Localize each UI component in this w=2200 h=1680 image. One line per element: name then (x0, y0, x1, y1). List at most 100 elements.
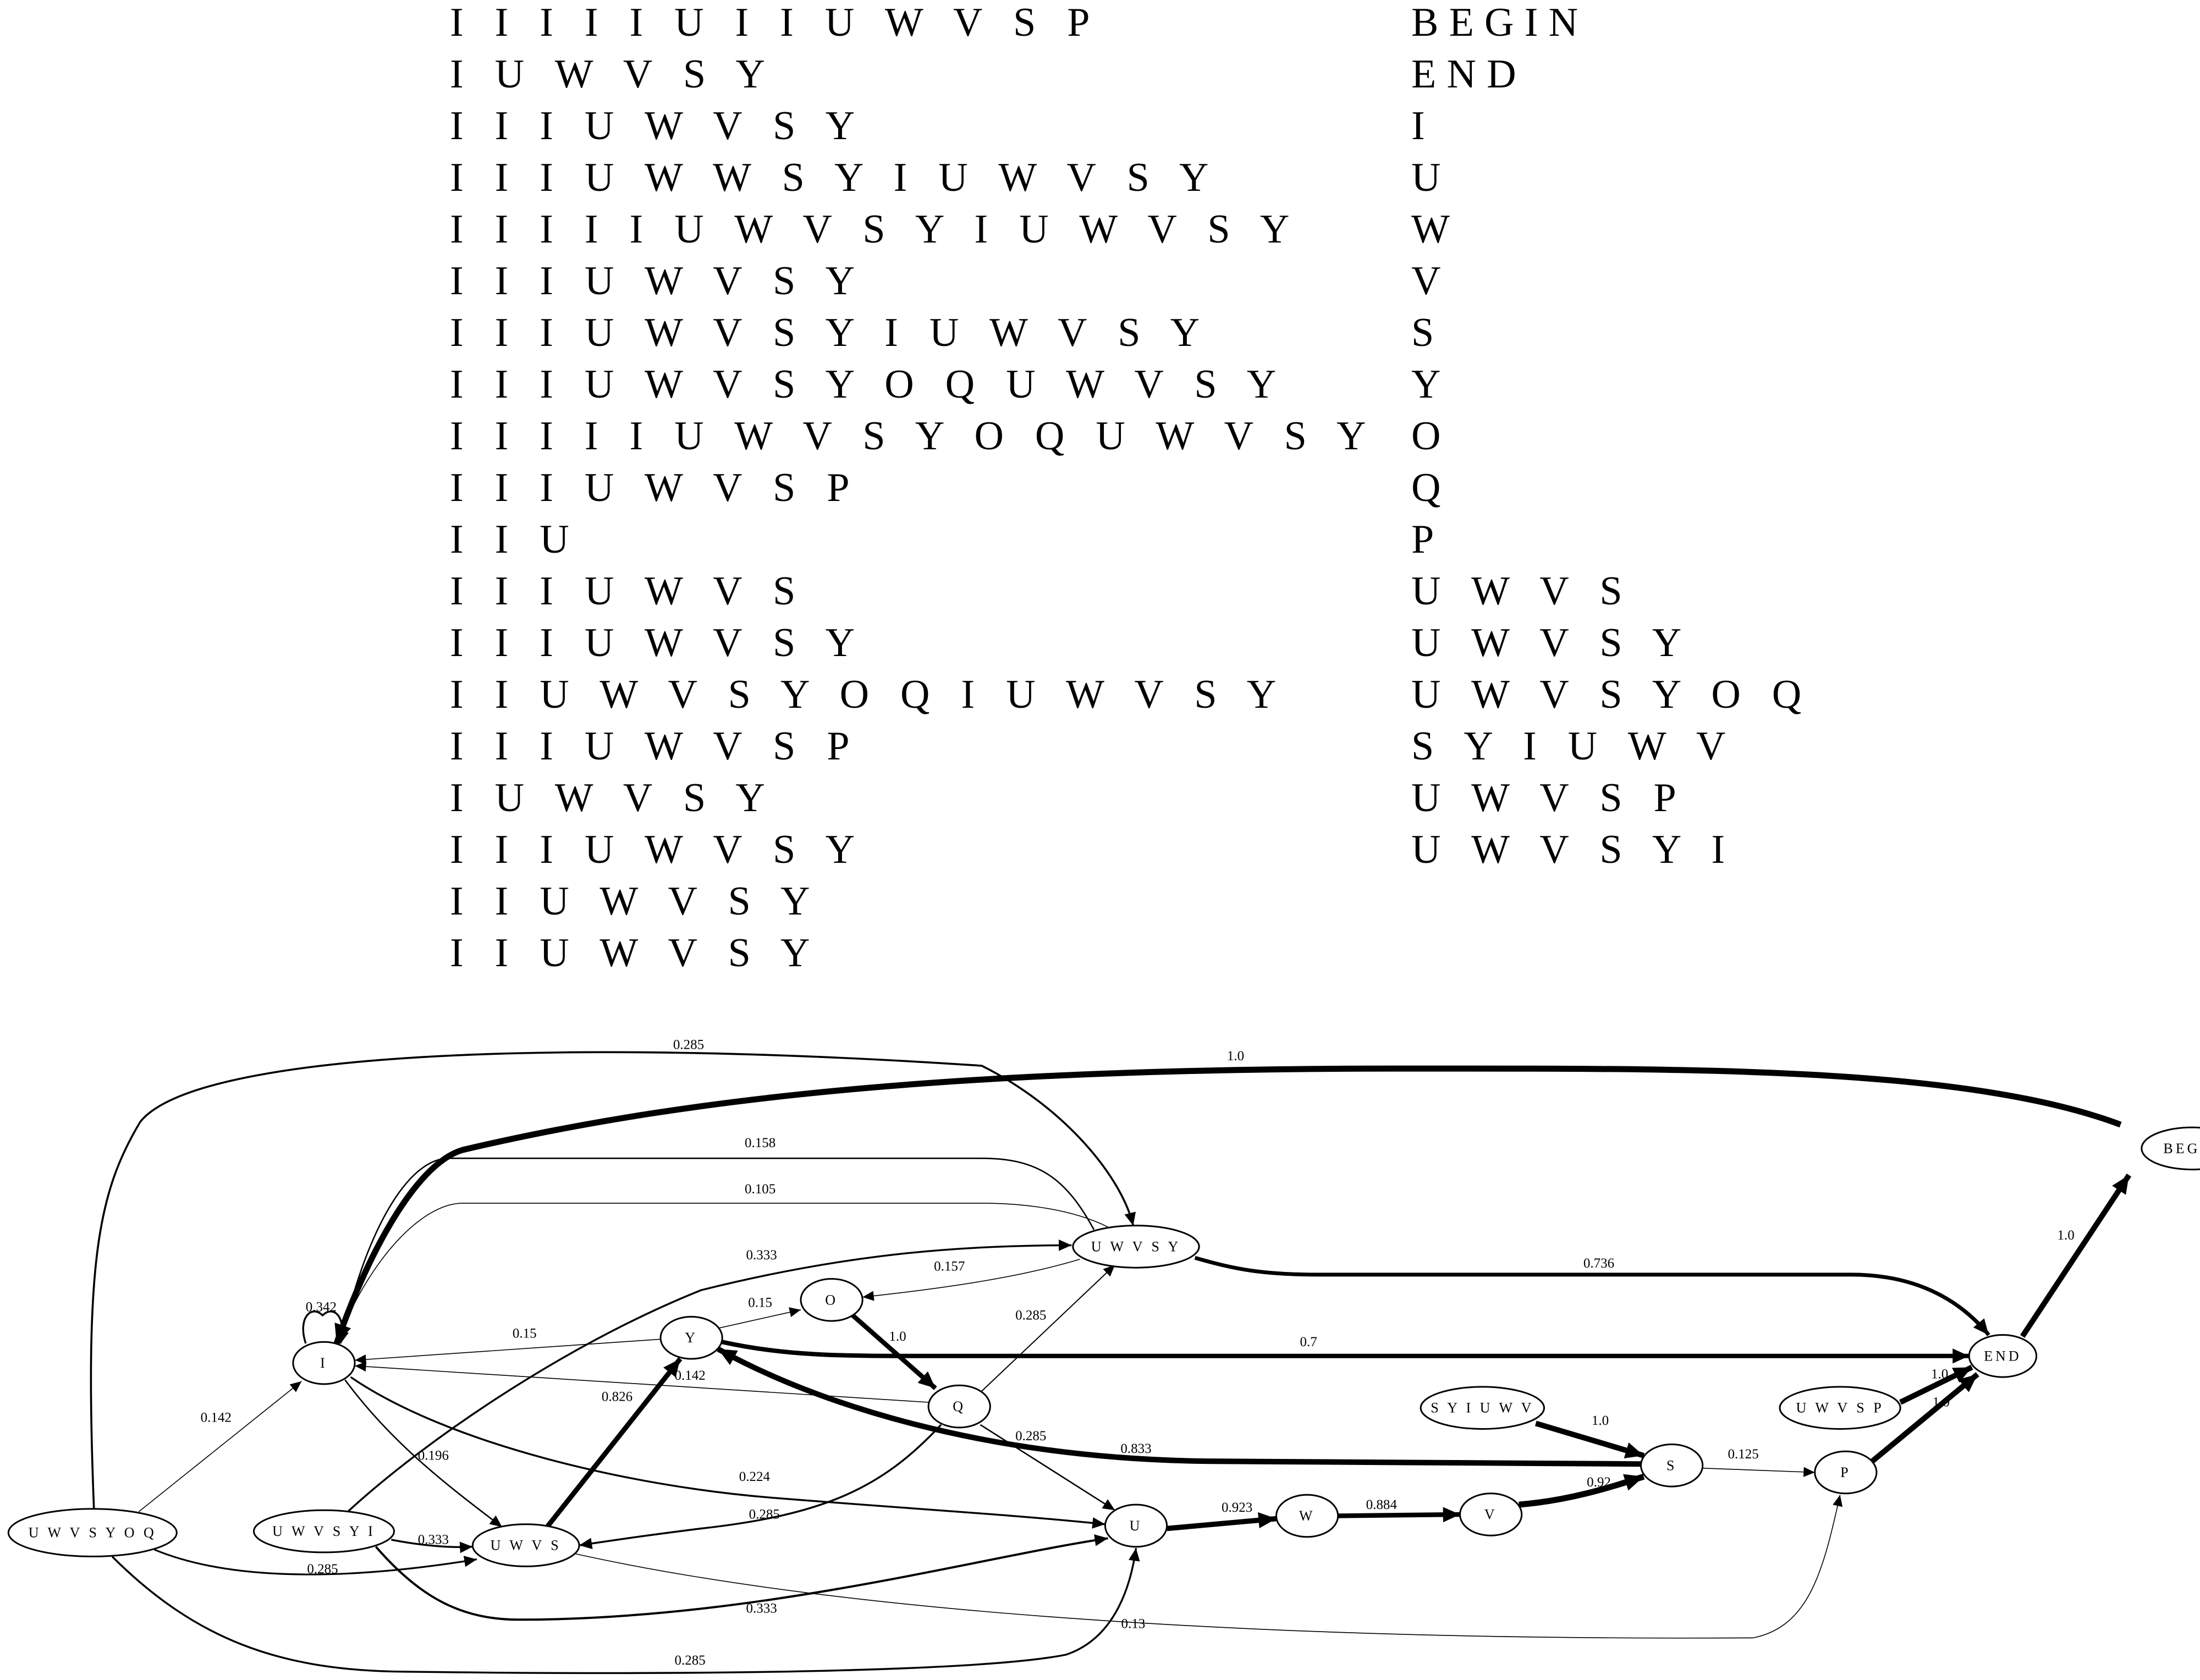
state-item: Q (1411, 465, 1451, 510)
node-uwvsy: U W V S Y (1072, 1225, 1200, 1269)
node-ellipse (1275, 1494, 1339, 1538)
node-label: V (1484, 1507, 1498, 1523)
edge-s-to-y (717, 1346, 1641, 1467)
edge-label: 0.826 (602, 1389, 632, 1404)
state-item: I (1411, 103, 1436, 148)
edge-label: 0.923 (1222, 1500, 1252, 1515)
transition-graph: BEGIN END I Y O Q U W V S Y U W V S Y O Q U W V … (7, 1037, 2200, 1675)
sequence-item: I I I U W V S Y I U W V S Y (450, 310, 1211, 355)
node-u: U (1104, 1503, 1168, 1548)
state-item: V (1411, 258, 1451, 304)
edge-y-to-i (355, 1339, 661, 1361)
node-label: U W V S Y O Q (29, 1525, 157, 1541)
arrowhead (355, 1354, 367, 1365)
edge-label: 0.105 (745, 1182, 776, 1197)
edge-i-to-uwvs (344, 1379, 503, 1528)
sequence-item: I I U W V S Y O Q I U W V S Y (450, 672, 1287, 717)
edge-uwvsyoq-to-u (111, 1547, 1137, 1675)
node-ellipse (253, 1509, 395, 1554)
edge-label: 0.285 (1015, 1429, 1046, 1444)
edge-label: 0.285 (307, 1562, 338, 1577)
edge-p-to-end (1871, 1372, 1979, 1463)
edge-q-to-uwvsy (981, 1264, 1115, 1392)
sequence-item: I I U W V S Y (450, 879, 821, 924)
arrowhead (1092, 1517, 1106, 1529)
sequence-item: I I I U W V S Y (450, 258, 866, 304)
node-uwvsyoq: U W V S Y O Q (7, 1508, 178, 1557)
node-uwvsyi: U W V S Y I (253, 1509, 395, 1554)
node-label: I (320, 1355, 328, 1371)
edge-y-to-o (719, 1309, 801, 1329)
node-ellipse (927, 1384, 991, 1429)
edge-uwvsy-to-i (336, 1203, 1108, 1344)
state-item: U W V S P (1411, 775, 1687, 820)
edge-o-to-q (851, 1313, 937, 1390)
sequence-item: I I U (450, 517, 580, 562)
node-end: END (1968, 1334, 2038, 1378)
edge-label: 1.0 (889, 1329, 906, 1344)
edge-uwvsyoq-to-uwvs (153, 1549, 477, 1576)
edge-y-to-end (722, 1340, 1970, 1358)
node-o: O (800, 1278, 864, 1322)
node-label: Q (953, 1398, 966, 1414)
node-ellipse (1640, 1444, 1704, 1488)
node-label: S (1667, 1457, 1677, 1473)
sequence-item: I I I U W V S P (450, 724, 860, 769)
edge-label: 0.158 (745, 1136, 776, 1150)
arrowhead (663, 1358, 680, 1378)
edge-label: 0.736 (1583, 1256, 1614, 1271)
edge-label: 0.15 (513, 1326, 537, 1341)
state-item: O (1411, 414, 1451, 459)
node-y: Y (659, 1315, 723, 1360)
state-list: BEGIN END I U W V S Y O Q P U W V S U W … (1411, 0, 1812, 875)
sequence-item: I I I I I U W V S Y I U W V S Y (450, 207, 1300, 252)
edge-i-to-u (350, 1376, 1106, 1525)
arrowhead (489, 1515, 502, 1527)
edge-s-to-p (1702, 1468, 1815, 1473)
node-p: P (1814, 1450, 1878, 1495)
state-item: S Y I U W V (1411, 724, 1736, 769)
edge-uwvsyoq-to-uwvsy (90, 1051, 1135, 1509)
arrowhead (1103, 1265, 1115, 1277)
node-v: V (1459, 1492, 1523, 1536)
node-label: BEGIN (2163, 1141, 2200, 1156)
state-item: U (1411, 155, 1451, 200)
arrowhead (579, 1538, 593, 1549)
node-uwvsp: U W V S P (1779, 1386, 1901, 1430)
arrowhead (1952, 1367, 1972, 1383)
edge-label: 0.224 (739, 1469, 771, 1484)
edge-label: 1.0 (1227, 1049, 1244, 1064)
edge-label: 0.13 (1121, 1617, 1146, 1632)
edge-label: 0.285 (674, 1653, 705, 1668)
arrowhead (1803, 1467, 1815, 1477)
edge-q-to-i (355, 1365, 929, 1403)
arrowhead (1624, 1442, 1644, 1458)
arrowhead (789, 1307, 801, 1318)
sequence-item: I I I U W V S Y (450, 827, 866, 872)
node-uwvs: U W V S (471, 1523, 580, 1567)
edge-q-to-u (980, 1424, 1115, 1511)
edge-uwvs-to-p (575, 1495, 1841, 1639)
node-label: S Y I U W V (1431, 1400, 1534, 1416)
state-item: Y (1411, 362, 1451, 407)
edge-label: 0.15 (748, 1296, 772, 1310)
node-label: Y (685, 1330, 698, 1346)
state-item: P (1411, 517, 1445, 562)
node-label: O (825, 1292, 838, 1308)
edge-label: 1.0 (1931, 1367, 1948, 1382)
node-label: P (1840, 1464, 1851, 1480)
edge-label: 0.342 (306, 1299, 337, 1314)
node-label: U W V S (491, 1538, 562, 1554)
arrowhead (1443, 1507, 1460, 1523)
node-label: U W V S P (1796, 1400, 1884, 1416)
arrowhead (2112, 1175, 2129, 1195)
edge-label: 0.884 (1366, 1497, 1398, 1512)
sequence-item: I I I U W V S Y O Q U W V S Y (450, 362, 1287, 407)
arrowhead (1124, 1211, 1136, 1226)
arrowhead (1128, 1548, 1140, 1562)
arrowhead (862, 1291, 875, 1301)
arrowhead (289, 1381, 302, 1392)
node-ellipse (1779, 1386, 1901, 1430)
edge-begin-to-i (333, 1065, 2122, 1345)
edge-label: 0.333 (746, 1248, 777, 1263)
